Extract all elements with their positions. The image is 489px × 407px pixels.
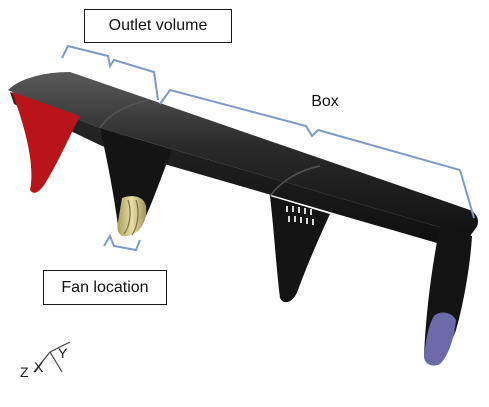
inlet-red-part [12, 92, 80, 193]
outlet-leg [100, 128, 172, 235]
axis-y-label: Y [58, 345, 68, 361]
box-bracket [159, 88, 475, 219]
outlet-volume-label: Outlet volume [84, 9, 232, 43]
fan-location-label: Fan location [43, 270, 167, 305]
box-label: Box [311, 93, 339, 110]
fan-part [117, 196, 147, 237]
middle-leg [270, 196, 330, 303]
axis-x-label: X [34, 359, 44, 375]
outlet-volume-bracket [61, 44, 159, 101]
outlet-purple-part [424, 312, 456, 366]
end-leg [424, 226, 472, 366]
box-body [8, 72, 478, 252]
axis-z-label: Z [20, 364, 29, 380]
fan-location-bracket [103, 233, 141, 252]
axis-triad: Z X Y [20, 341, 71, 380]
